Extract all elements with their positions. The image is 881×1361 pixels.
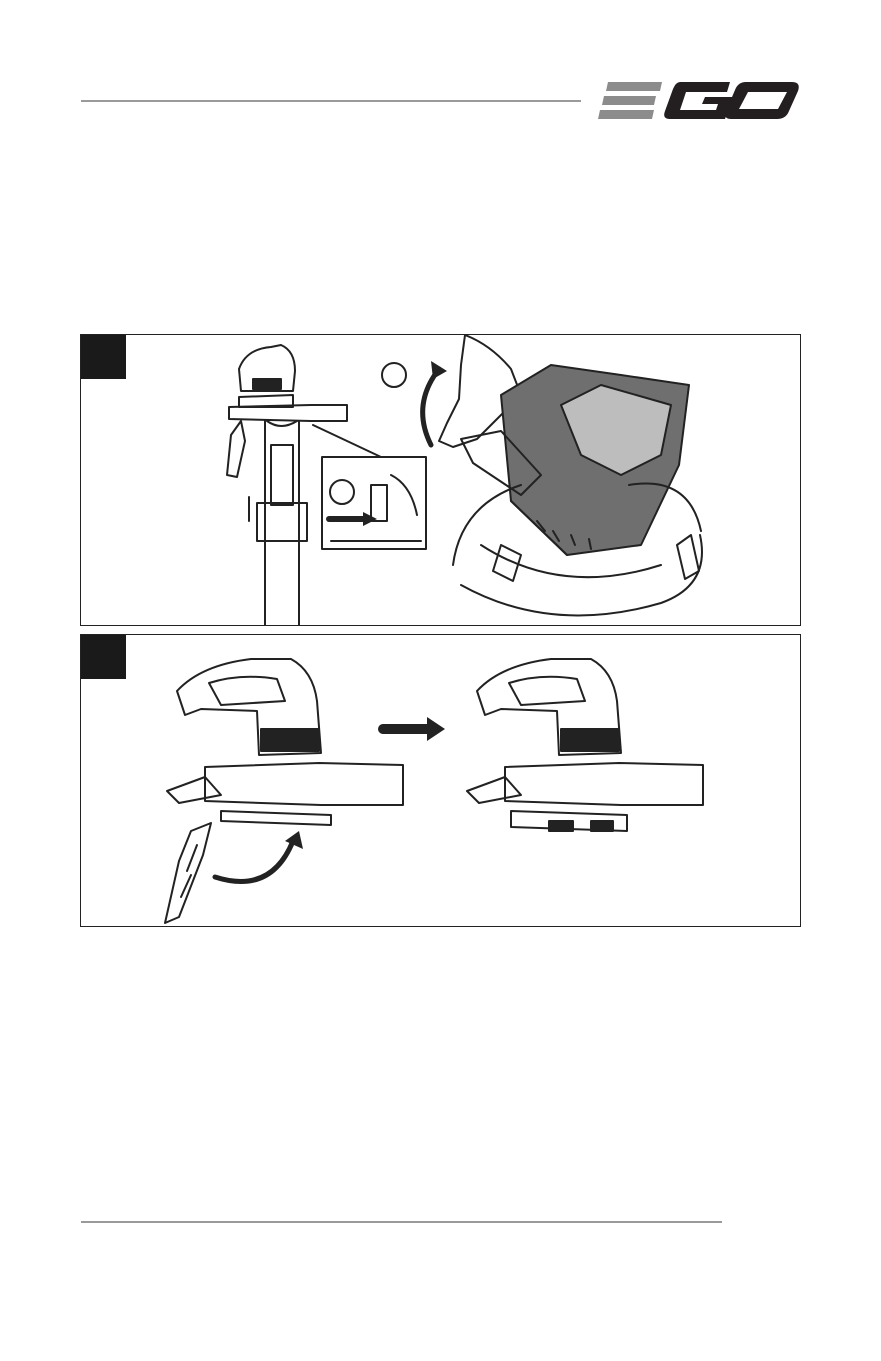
rotate-arrow-icon bbox=[423, 369, 439, 445]
figure-1-panel bbox=[80, 334, 801, 626]
callout-circle-b bbox=[382, 363, 406, 387]
figure-2-illustration bbox=[81, 635, 800, 926]
latch-detail-inset bbox=[313, 425, 426, 549]
fold-arrow-icon bbox=[215, 841, 293, 882]
figure-1-illustration bbox=[81, 335, 800, 625]
header-rule bbox=[81, 100, 581, 102]
vacuum-handle-down-drawing bbox=[165, 659, 403, 923]
ego-logo-mark bbox=[598, 79, 800, 123]
vacuum-upright-drawing bbox=[227, 345, 347, 625]
vacuum-handle-stowed-drawing bbox=[467, 659, 703, 831]
ego-logo bbox=[598, 79, 800, 123]
battery-cover-drawing bbox=[461, 365, 689, 555]
figure-2-panel bbox=[80, 634, 801, 927]
callout-circle-a bbox=[330, 480, 354, 504]
footer-rule bbox=[81, 1221, 722, 1223]
